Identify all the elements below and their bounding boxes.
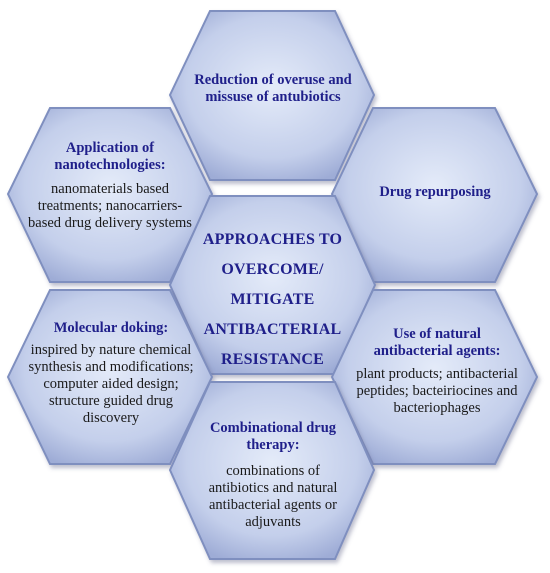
hexagon-bottom-left-description: inspired by nature chemical synthesis an…	[28, 342, 194, 426]
hexagon-bottom-title: Combinational drug therapy:	[209, 420, 337, 453]
hexagon-top-left	[6, 107, 214, 283]
hexagon-center-title: APPROACHES TO OVERCOME/ MITIGATE ANTIBAC…	[202, 231, 343, 368]
hexagon-bottom-right-text: Use of natural antibacterial agents: pla…	[354, 326, 520, 417]
hexagon-bottom-right-description: plant products; antibacterial peptides; …	[356, 366, 518, 416]
hexagon-bottom-right	[330, 289, 539, 465]
hexagon-top-right-title: Drug repurposing	[379, 184, 491, 200]
hexagon-bottom-description: combinations of antibiotics and natural …	[208, 463, 338, 530]
hexagon-bottom-right-title: Use of natural antibacterial agents:	[373, 326, 501, 359]
hexagon-bottom-left-title: Molecular doking:	[53, 320, 169, 336]
hexagon-top-right-text: Drug repurposing	[355, 184, 515, 201]
hexagon-bottom-text: Combinational drug therapy: combinations…	[195, 420, 351, 531]
hexagon-top-text: Reduction of overuse and missuse of antu…	[188, 72, 358, 106]
hexagon-top-left-description: nanomaterials based treatments; nanocarr…	[28, 181, 192, 231]
hexagon-bottom	[168, 381, 376, 560]
hexagon-top-left-title: Application of nanotechnologies:	[54, 140, 166, 173]
hexagon-bottom-left	[6, 289, 214, 465]
hexagon-center-text: APPROACHES TO OVERCOME/ MITIGATE ANTIBAC…	[195, 225, 350, 375]
hexagon-top-right	[330, 107, 539, 283]
hexagon-top-left-text: Application of nanotechnologies: nanomat…	[24, 140, 196, 232]
hexagon-top-title: Reduction of overuse and missuse of antu…	[194, 72, 352, 105]
hexagon-top	[168, 10, 376, 181]
hexagon-bottom-left-text: Molecular doking: inspired by nature che…	[28, 320, 194, 427]
